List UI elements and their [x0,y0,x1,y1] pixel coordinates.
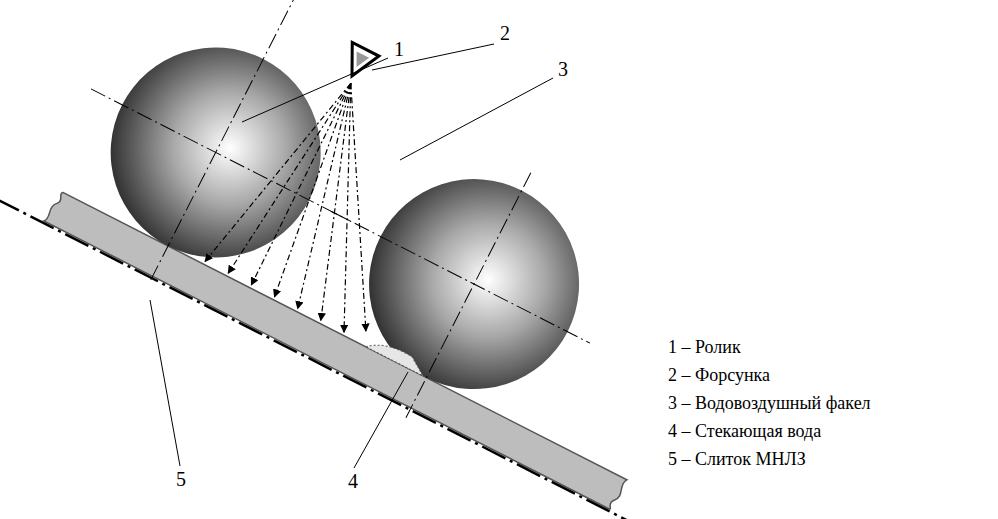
spray-jet [205,61,351,284]
spray-jet [254,83,463,331]
roller-axis [91,89,349,221]
roller-axis [331,211,589,343]
roller-axis [150,0,300,282]
leader-line [242,58,388,122]
callout-number: 4 [346,470,360,492]
legend-entry: 5 – Слиток МНЛЗ [668,450,806,470]
legend-entry: 1 – Ролик [668,338,741,358]
legend-entry: 4 – Стекающая вода [668,422,821,442]
roller-axis [406,173,531,418]
legend-entry: 2 – Форсунка [668,366,770,386]
callout-number: 1 [392,38,406,60]
leader-line [354,372,408,468]
spray-jet [228,73,351,284]
slab-axis [0,199,686,519]
flowing-water [366,336,429,376]
spray-jet [249,83,423,320]
callout-number: 5 [174,468,188,490]
leader-line [400,78,553,160]
callout-number: 3 [556,58,570,80]
leader-line [372,44,494,70]
roller [74,11,356,293]
leader-line [150,300,180,466]
spray-jet [249,83,446,332]
spray-jet [249,83,400,308]
callout-number: 2 [498,22,512,44]
legend-entry: 3 – Водовоздушный факел [668,394,871,414]
